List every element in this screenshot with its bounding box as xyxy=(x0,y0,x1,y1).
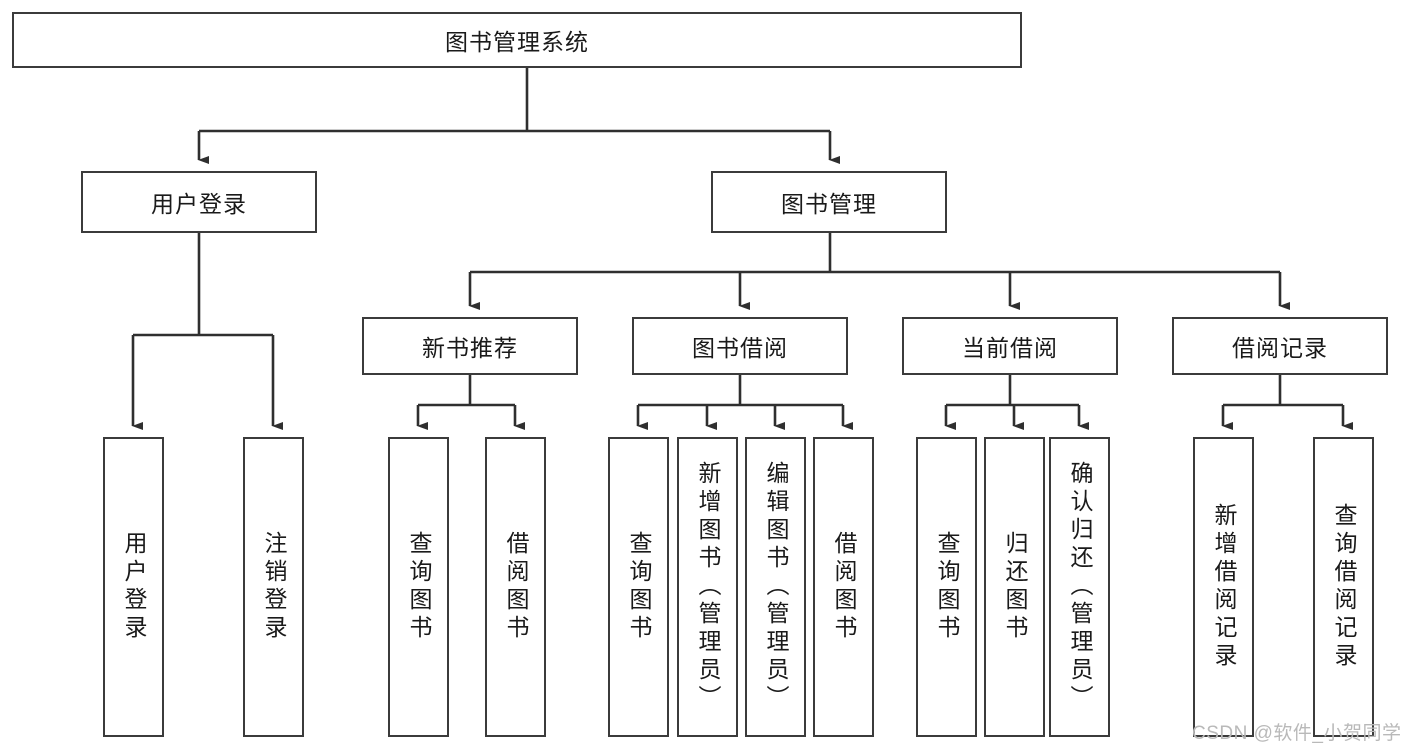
leaf-label: 借阅图书 xyxy=(503,531,529,643)
leaf-add-book-admin[interactable]: 新增图书（管理员） xyxy=(677,437,738,737)
leaf-label: 查询图书 xyxy=(934,531,960,643)
node-root[interactable]: 图书管理系统 xyxy=(12,12,1022,68)
leaf-label: 查询图书 xyxy=(626,531,652,643)
leaf-query-book-borrow[interactable]: 查询图书 xyxy=(608,437,669,737)
node-new-book-recommend[interactable]: 新书推荐 xyxy=(362,317,578,375)
leaf-label: 新增借阅记录 xyxy=(1211,503,1237,671)
node-new-book-recommend-label: 新书推荐 xyxy=(422,335,518,361)
leaf-borrow-book-recommend[interactable]: 借阅图书 xyxy=(485,437,546,737)
leaf-edit-book-admin[interactable]: 编辑图书（管理员） xyxy=(745,437,806,737)
leaf-add-borrow-record[interactable]: 新增借阅记录 xyxy=(1193,437,1254,737)
node-book-management[interactable]: 图书管理 xyxy=(711,171,947,233)
node-borrow-records-label: 借阅记录 xyxy=(1232,335,1328,361)
node-borrow-records[interactable]: 借阅记录 xyxy=(1172,317,1388,375)
node-book-borrow[interactable]: 图书借阅 xyxy=(632,317,848,375)
leaf-label: 确认归还（管理员） xyxy=(1067,461,1093,713)
leaf-label: 注销登录 xyxy=(261,531,287,643)
leaf-return-book[interactable]: 归还图书 xyxy=(984,437,1045,737)
leaf-logout-login[interactable]: 注销登录 xyxy=(243,437,304,737)
node-book-borrow-label: 图书借阅 xyxy=(692,335,788,361)
leaf-label: 查询图书 xyxy=(406,531,432,643)
node-current-borrow-label: 当前借阅 xyxy=(962,335,1058,361)
leaf-label: 新增图书（管理员） xyxy=(695,461,721,713)
leaf-confirm-return-admin[interactable]: 确认归还（管理员） xyxy=(1049,437,1110,737)
leaf-borrow-book[interactable]: 借阅图书 xyxy=(813,437,874,737)
leaf-label: 归还图书 xyxy=(1002,531,1028,643)
leaf-label: 借阅图书 xyxy=(831,531,857,643)
leaf-query-book-current[interactable]: 查询图书 xyxy=(916,437,977,737)
watermark: CSDN @软件_小贺同学 xyxy=(1192,723,1402,744)
node-user-login-label: 用户登录 xyxy=(151,191,247,217)
leaf-label: 编辑图书（管理员） xyxy=(763,461,789,713)
leaf-query-book-recommend[interactable]: 查询图书 xyxy=(388,437,449,737)
leaf-label: 用户登录 xyxy=(121,531,147,643)
node-user-login[interactable]: 用户登录 xyxy=(81,171,317,233)
leaf-label: 查询借阅记录 xyxy=(1331,503,1357,671)
leaf-query-borrow-record[interactable]: 查询借阅记录 xyxy=(1313,437,1374,737)
node-root-label: 图书管理系统 xyxy=(445,29,589,55)
node-book-management-label: 图书管理 xyxy=(781,191,877,217)
node-current-borrow[interactable]: 当前借阅 xyxy=(902,317,1118,375)
leaf-user-login[interactable]: 用户登录 xyxy=(103,437,164,737)
